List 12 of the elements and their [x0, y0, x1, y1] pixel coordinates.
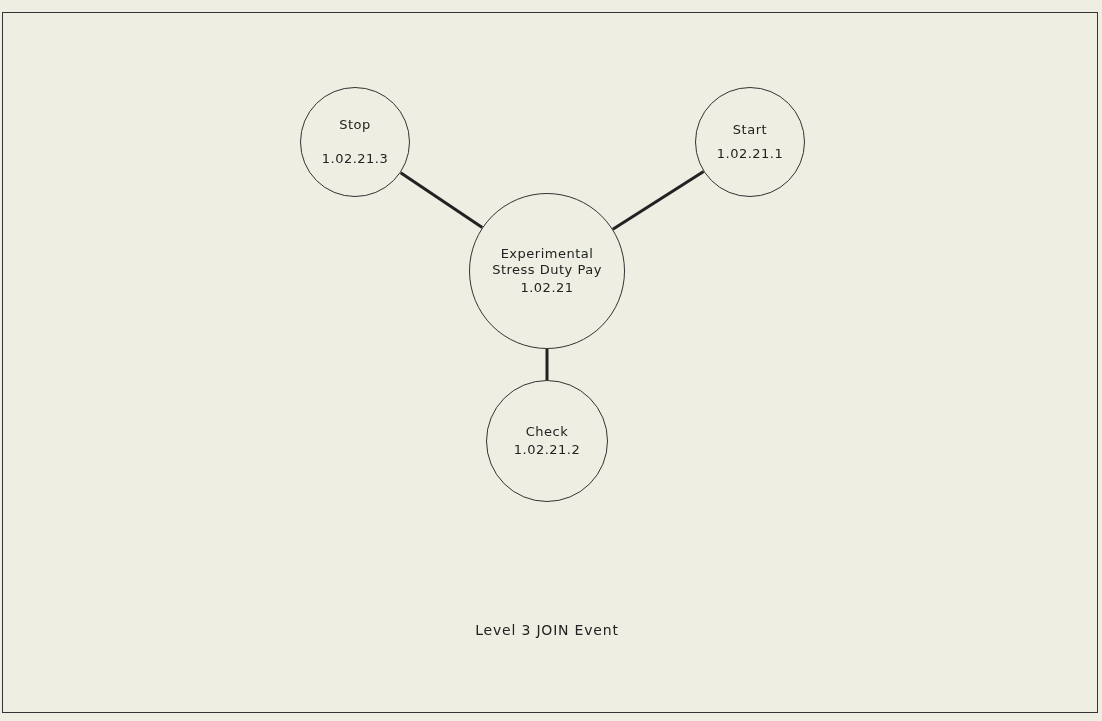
connector-line: [399, 171, 484, 229]
node-label: Check: [525, 423, 569, 440]
node-number: 1.02.21.3: [321, 151, 389, 168]
connector-line: [612, 170, 705, 231]
connector-line: [545, 349, 549, 380]
node-label: Stop: [339, 116, 371, 133]
diagram-caption: Level 3 JOIN Event: [474, 622, 620, 638]
node-number: 1.02.21.2: [513, 442, 581, 459]
node-number: 1.02.21.1: [716, 146, 784, 163]
node-label: Start: [732, 121, 768, 138]
node-number: 1.02.21: [520, 280, 574, 297]
node-label: Experimental Stress Duty Pay: [491, 245, 603, 279]
